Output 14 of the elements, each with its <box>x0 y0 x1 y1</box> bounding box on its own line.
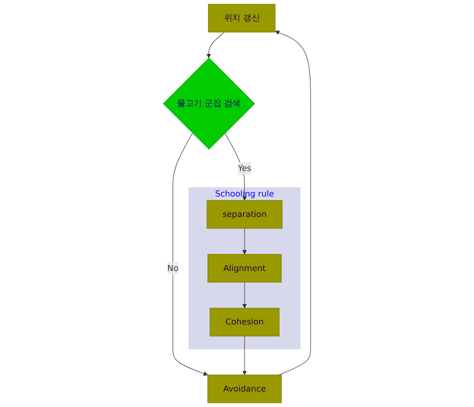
node-diamond: 물고기 군집 검색 <box>163 58 255 150</box>
arrow <box>206 32 225 58</box>
arrow <box>242 336 247 376</box>
node-box: Cohesion <box>210 308 280 336</box>
edge-label: Yes <box>238 163 252 173</box>
node-box: Avoidance <box>207 374 282 404</box>
edge-label: No <box>167 263 179 273</box>
arrow <box>242 228 247 254</box>
node-box: separation <box>206 200 282 229</box>
arrow <box>274 30 311 376</box>
node-box: 위치 갱신 <box>208 4 276 32</box>
node-box: Alignment <box>208 254 282 282</box>
arrow <box>172 132 208 376</box>
arrow <box>242 282 247 308</box>
